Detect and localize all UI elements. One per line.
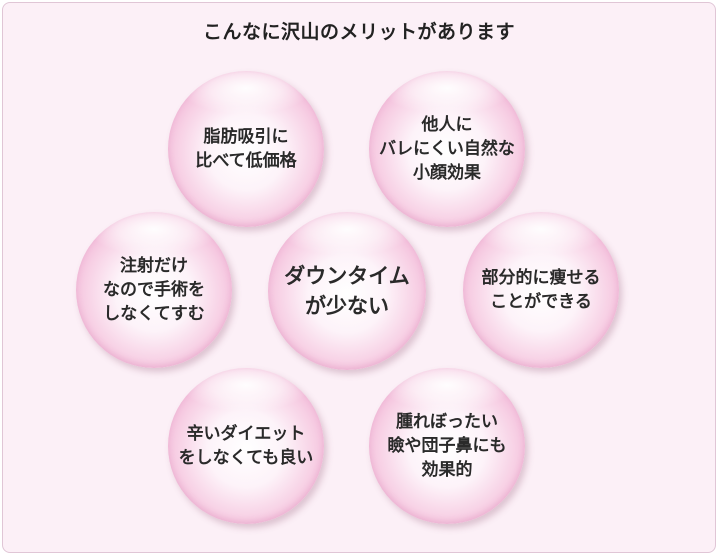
merit-bubble-partial-slimming: 部分的に痩せる ことができる bbox=[463, 212, 619, 368]
merits-panel: こんなに沢山のメリットがあります 脂肪吸引に 比べて低価格 他人に バレにくい自… bbox=[2, 2, 716, 553]
merit-text: 注射だけ なので手術を しなくてすむ bbox=[103, 255, 205, 325]
merit-bubble-natural-small-face: 他人に バレにくい自然な 小顔効果 bbox=[369, 71, 525, 227]
merit-bubble-injection-only: 注射だけ なので手術を しなくてすむ bbox=[76, 212, 232, 368]
merit-bubble-low-price: 脂肪吸引に 比べて低価格 bbox=[168, 71, 324, 227]
merit-text: 他人に バレにくい自然な 小顔効果 bbox=[379, 114, 515, 184]
page-title: こんなに沢山のメリットがあります bbox=[202, 21, 515, 43]
merit-text: 脂肪吸引に 比べて低価格 bbox=[195, 126, 297, 171]
merit-bubble-no-diet: 辛いダイエット をしなくても良い bbox=[168, 368, 324, 524]
merit-bubble-short-downtime: ダウンタイム が少ない bbox=[268, 212, 426, 370]
merit-text: 腫れぼったい 瞼や団子鼻にも 効果的 bbox=[387, 411, 507, 481]
merit-text: ダウンタイム が少ない bbox=[284, 263, 410, 318]
merit-text: 辛いダイエット をしなくても良い bbox=[178, 423, 314, 468]
merit-bubble-puffy-eyelids: 腫れぼったい 瞼や団子鼻にも 効果的 bbox=[369, 368, 525, 524]
merit-text: 部分的に痩せる ことができる bbox=[481, 267, 601, 312]
